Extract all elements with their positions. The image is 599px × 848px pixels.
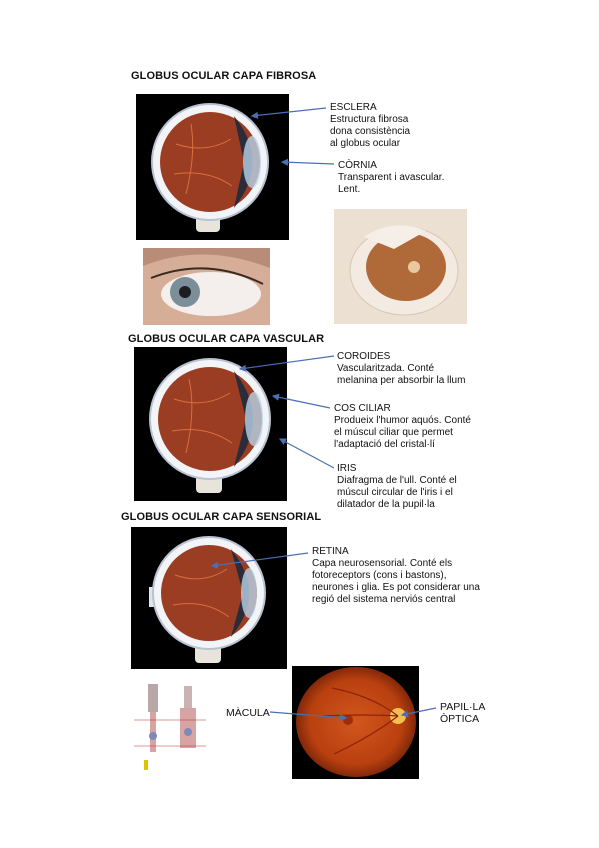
label-coroides-line: Vascularitzada. Conté [337, 363, 435, 374]
label-coroides-line: melanina per absorbir la llum [337, 375, 466, 386]
label-retina-line: fotoreceptors (cons i bastons), [312, 570, 447, 581]
label-iris-line: dilatador de la pupil·la [337, 499, 435, 510]
photoreceptor-diagram [134, 676, 206, 775]
label-cornia-line: Transparent i avascular. [338, 172, 445, 183]
fundus-photo [292, 666, 419, 779]
label-iris-line: múscul circular de l'iris i el [337, 487, 453, 498]
label-esclera-name: ESCLERA [330, 102, 377, 113]
section-title-sensorial: GLOBUS OCULAR CAPA SENSORIAL [121, 511, 322, 523]
label-retina-line: Capa neurosensorial. Conté els [312, 558, 453, 569]
dissected-eye-photo [334, 209, 467, 324]
label-macula: MÀCULA [226, 707, 270, 719]
label-esclera-line: al globus ocular [330, 138, 401, 149]
label-cornia-name: CÒRNIA [338, 160, 377, 171]
label-esclera-line: dona consistència [330, 126, 411, 137]
section-title-vascular: GLOBUS OCULAR CAPA VASCULAR [128, 333, 325, 345]
label-cos-ciliar-line: el múscul ciliar que permet [334, 427, 453, 438]
label-esclera: ESCLERA Estructura fibrosa dona consistè… [330, 102, 410, 150]
label-esclera-line: Estructura fibrosa [330, 114, 409, 125]
label-iris-line: Diafragma de l'ull. Conté el [337, 475, 457, 486]
label-cos-ciliar-line: l'adaptació del cristal·lí [334, 439, 435, 450]
label-iris: IRIS Diafragma de l'ull. Conté el múscul… [337, 463, 457, 511]
eye-diagram-sensorial [131, 527, 287, 669]
label-cornia: CÒRNIA Transparent i avascular. Lent. [338, 160, 444, 196]
label-cos-ciliar-name: COS CILIAR [334, 403, 391, 414]
label-retina-line: neurones i glia. Es pot considerar una [312, 582, 480, 593]
label-iris-name: IRIS [337, 463, 357, 474]
eye-photo [143, 248, 270, 325]
arrow-iris [278, 438, 335, 469]
label-papilla: PAPIL·LA ÒPTICA [440, 701, 485, 725]
label-retina-name: RETINA [312, 546, 349, 557]
label-retina: RETINA Capa neurosensorial. Conté els fo… [312, 546, 480, 606]
eye-diagram-fibrosa [136, 94, 289, 240]
arrow-cornia [280, 158, 335, 166]
label-coroides: COROIDES Vascularitzada. Conté melanina … [337, 351, 465, 387]
eye-diagram-vascular [134, 347, 287, 501]
label-cos-ciliar-line: Produeix l'humor aquós. Conté [334, 415, 471, 426]
label-cos-ciliar: COS CILIAR Produeix l'humor aquós. Conté… [334, 403, 471, 451]
section-title-fibrosa: GLOBUS OCULAR CAPA FIBROSA [131, 70, 317, 82]
label-cornia-line: Lent. [338, 184, 361, 195]
label-papilla-line: PAPIL·LA [440, 701, 486, 713]
label-coroides-name: COROIDES [337, 351, 391, 362]
label-retina-line: regió del sistema nerviós central [312, 594, 456, 605]
label-papilla-line: ÒPTICA [440, 713, 480, 725]
